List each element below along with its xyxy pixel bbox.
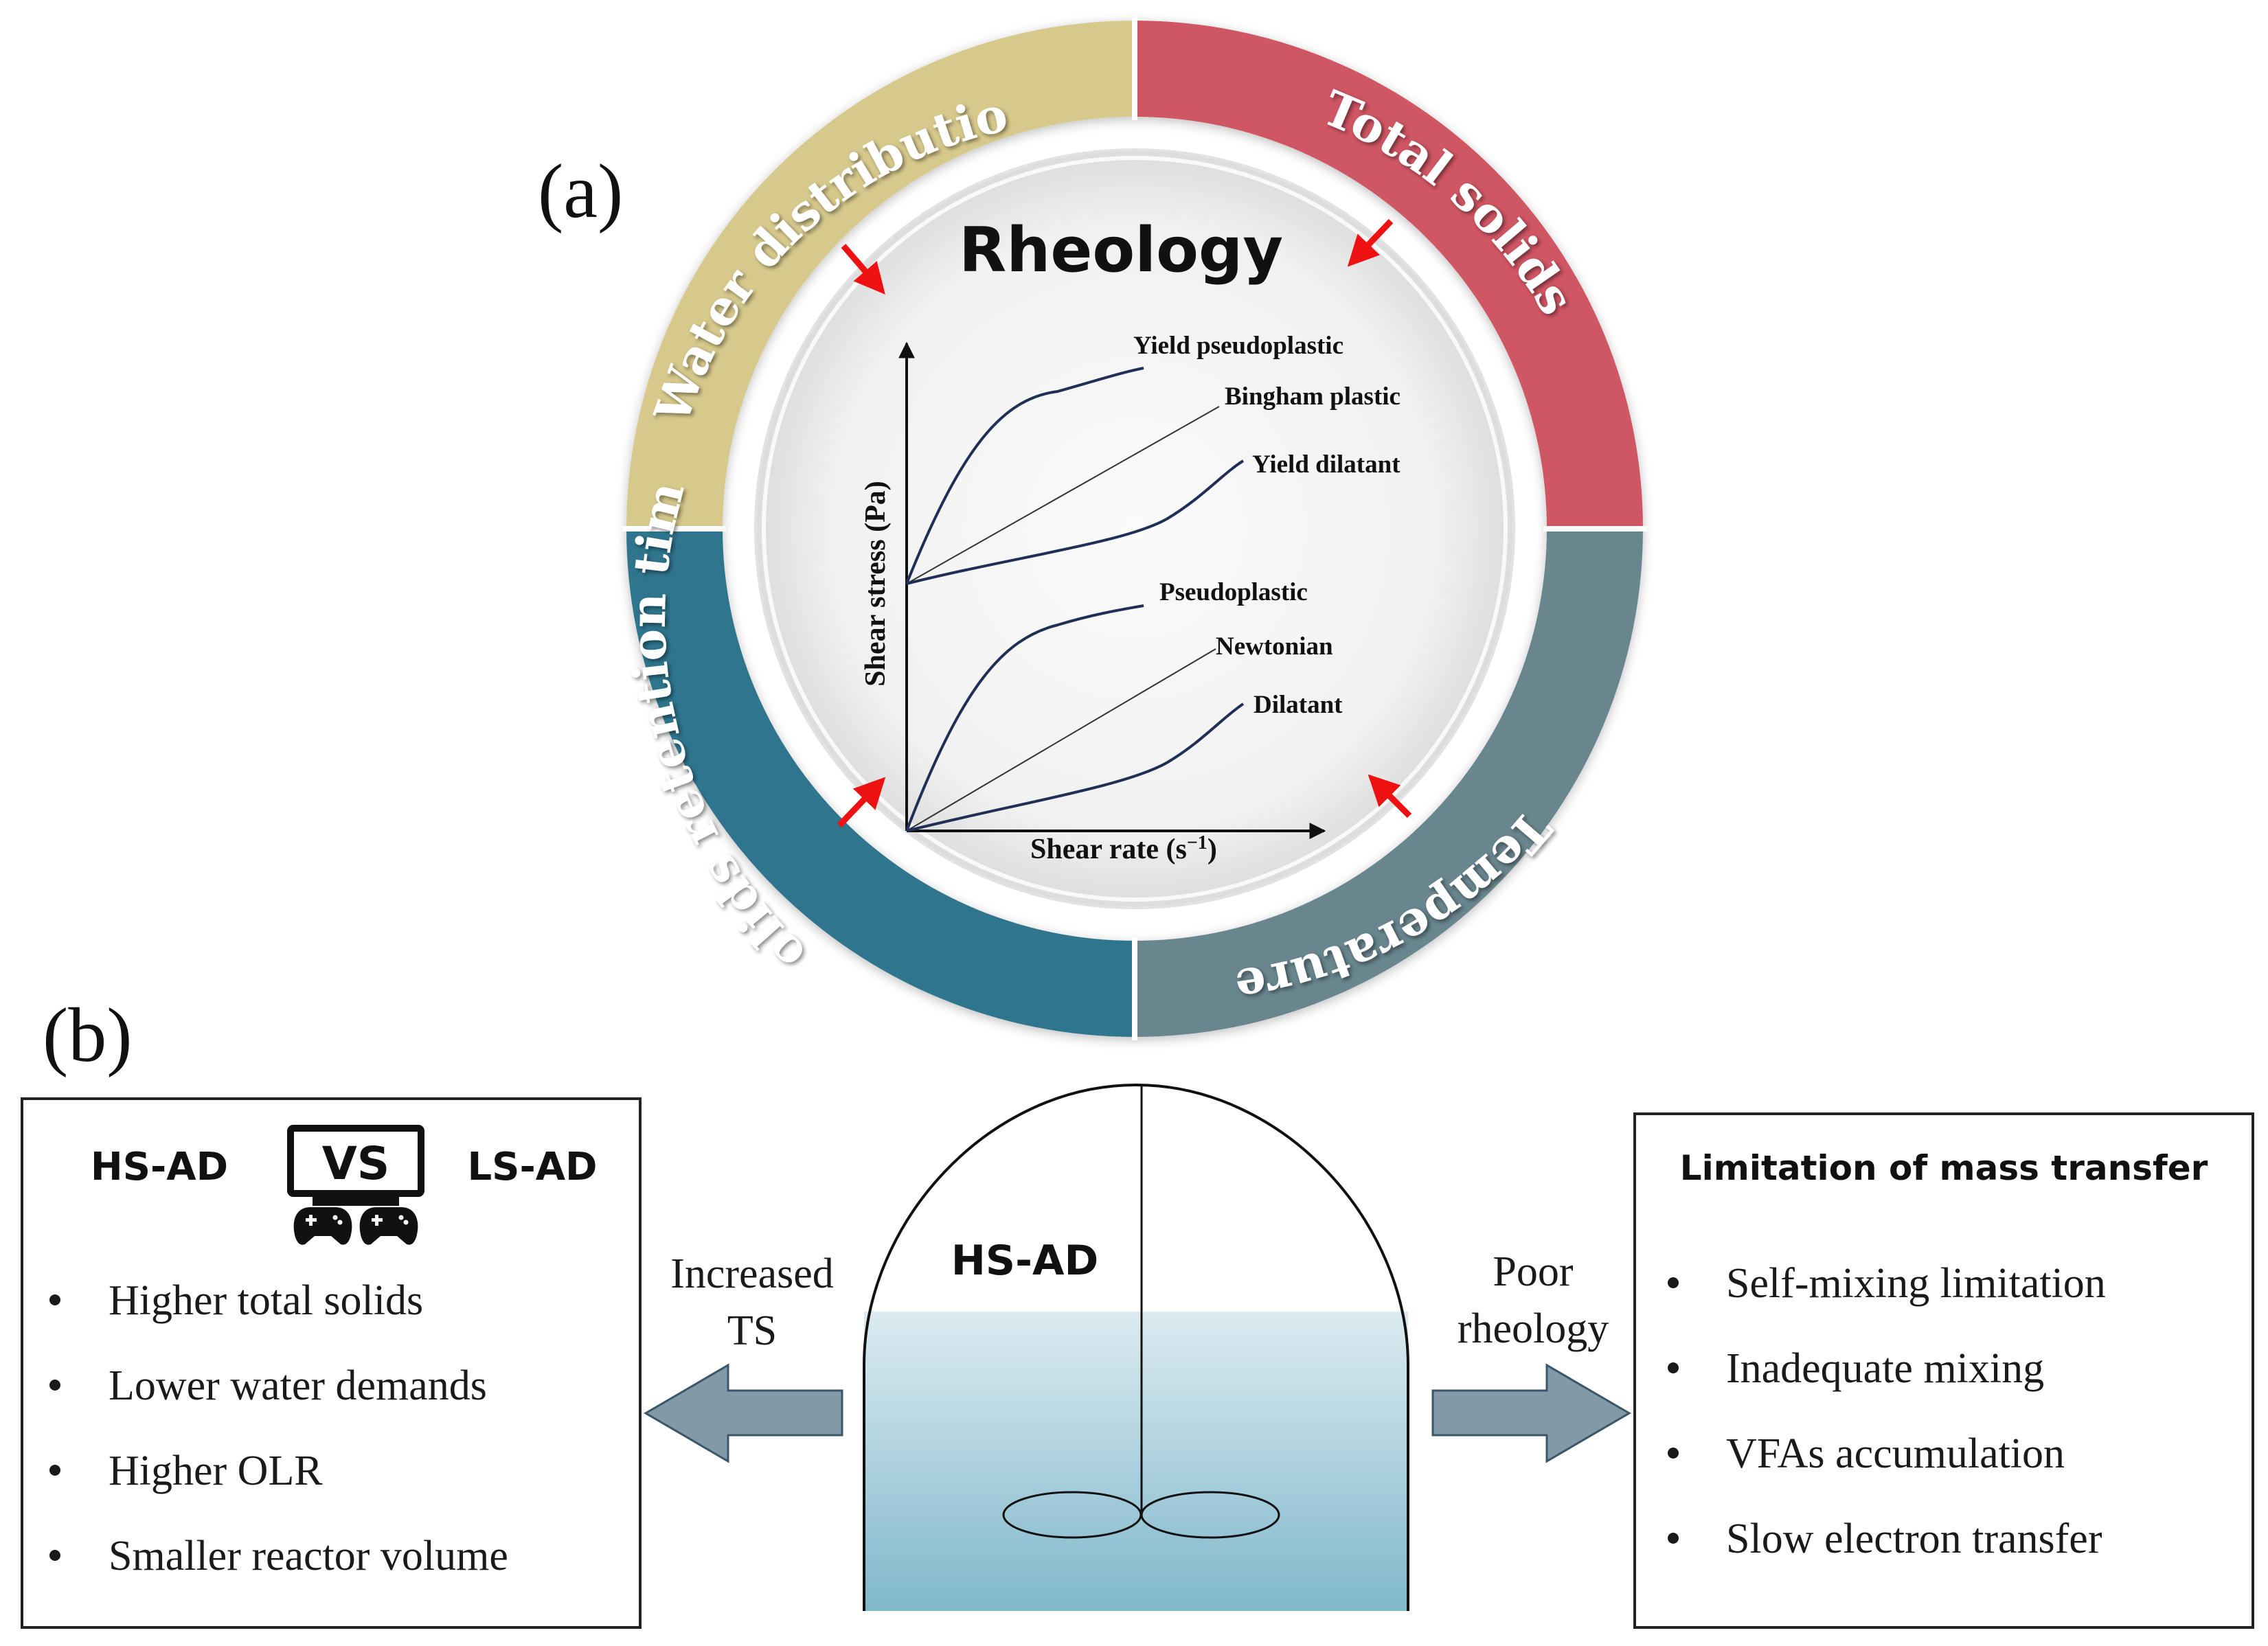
curve-newtonian <box>906 648 1216 832</box>
ring-segment-total-solids <box>1135 21 1643 529</box>
ring-label-solids-retention-time: Solids retention time <box>0 0 817 983</box>
curve-label-yield-pseudoplastic: Yield pseudoplastic <box>1133 332 1343 360</box>
y-axis-label: Shear stress (Pa) <box>860 481 892 686</box>
gamepad-icon-right <box>359 1207 418 1245</box>
ls-ad-heading: LS-AD <box>467 1145 597 1189</box>
rheology-title: Rheology <box>959 214 1283 286</box>
curve-yield-dilatant <box>906 459 1245 585</box>
rheology-graph: Yield pseudoplastic Bingham plastic Yiel… <box>860 332 1401 865</box>
red-arrow-top-right <box>1347 218 1394 267</box>
mass-transfer-bullet-item: VFAs accumulation <box>1726 1430 2065 1477</box>
right-arrow-label-line2: rheology <box>1458 1305 1609 1352</box>
red-arrow-top-left <box>841 244 885 295</box>
hs-ad-heading: HS-AD <box>91 1145 228 1189</box>
x-axis-label-superscript: −1 <box>1187 832 1207 854</box>
vs-icon: VS <box>287 1125 424 1245</box>
left-arrow-label-line2: TS <box>727 1307 777 1354</box>
x-axis-label-text: Shear rate (s <box>1030 834 1187 865</box>
curve-label-yield-dilatant: Yield dilatant <box>1252 450 1401 479</box>
reactor-vessel <box>863 1083 1409 1611</box>
red-arrow-bottom-right <box>1368 774 1412 819</box>
x-axis-label-close: ) <box>1207 834 1217 865</box>
red-arrow-bottom-left <box>837 777 886 828</box>
curve-bingham-plastic <box>906 406 1220 584</box>
ring-segment-temperature <box>1135 529 1643 1037</box>
reactor-label: HS-AD <box>951 1237 1099 1285</box>
left-arrow <box>644 1363 843 1463</box>
comparison-bullet-list: Higher total solids Lower water demands … <box>49 1277 508 1579</box>
curve-label-newtonian: Newtonian <box>1216 632 1333 661</box>
curve-dilatant <box>906 702 1245 832</box>
right-arrow-label-line1: Poor <box>1493 1248 1573 1295</box>
right-arrow <box>1431 1363 1631 1463</box>
inner-disc <box>754 148 1515 909</box>
comparison-bullet-item: Smaller reactor volume <box>109 1533 508 1579</box>
curve-label-dilatant: Dilatant <box>1254 691 1343 719</box>
ring-segment-water-distribution <box>626 21 1135 529</box>
curve-label-bingham-plastic: Bingham plastic <box>1225 382 1401 411</box>
comparison-bullet-item: Higher OLR <box>109 1448 323 1494</box>
gamepad-icon-left <box>293 1207 352 1245</box>
panel-a-label: (a) <box>538 149 623 234</box>
mass-transfer-heading: Limitation of mass transfer <box>1680 1148 2208 1188</box>
mass-transfer-bullet-item: Inadequate mixing <box>1726 1345 2044 1392</box>
comparison-bullet-item: Higher total solids <box>109 1277 423 1324</box>
mass-transfer-box: Limitation of mass transfer Self-mixing … <box>1633 1112 2254 1629</box>
left-arrow-label-line1: Increased <box>670 1250 834 1297</box>
ring <box>626 21 1643 1037</box>
reactor-liquid <box>864 1312 1408 1611</box>
ring-segment-solids-retention-time <box>626 529 1135 1037</box>
impeller-right-blade <box>1140 1491 1280 1539</box>
mass-transfer-bullet-item: Slow electron transfer <box>1726 1516 2102 1562</box>
reactor: HS-AD <box>863 1083 1409 1611</box>
mass-transfer-bullet-list: Self-mixing limitation Inadequate mixing… <box>1668 1260 2106 1562</box>
curve-yield-pseudoplastic <box>905 367 1144 584</box>
comparison-bullet-item: Lower water demands <box>109 1362 487 1409</box>
x-axis-label: Shear rate (s−1) <box>1030 832 1217 865</box>
curve-label-pseudoplastic: Pseudoplastic <box>1159 578 1308 606</box>
curve-pseudoplastic <box>905 604 1144 832</box>
panel-b-label: (b) <box>43 993 133 1078</box>
mass-transfer-bullet-item: Self-mixing limitation <box>1726 1260 2106 1307</box>
vs-text: VS <box>322 1137 390 1190</box>
comparison-box: HS-AD VS LS-AD Higher total s <box>21 1097 642 1629</box>
